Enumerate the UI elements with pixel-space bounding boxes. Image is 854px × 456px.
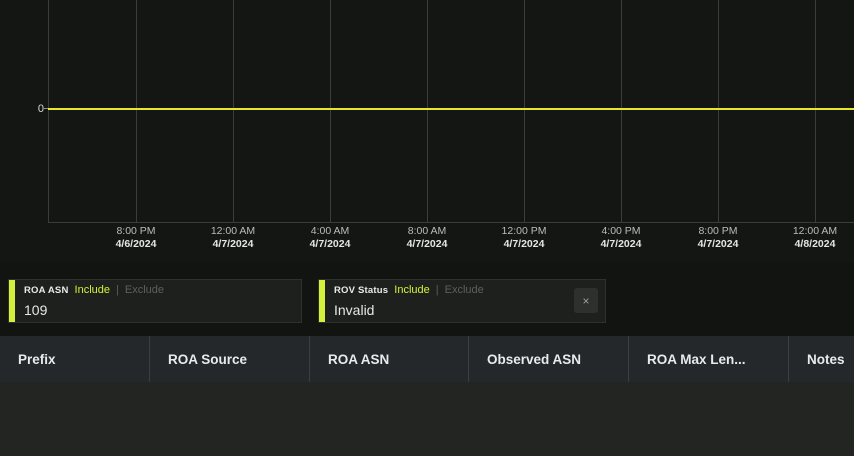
chart-plot-area [48,0,854,223]
chart-gridline [427,0,428,223]
table-header-cell-observed-asn[interactable]: Observed ASN [469,336,629,382]
table-header-cell-roa-max-len[interactable]: ROA Max Len... [629,336,789,382]
filter-mode-exclude[interactable]: Exclude [444,284,484,296]
chart-gridline [524,0,525,223]
filter-mode-separator: | [116,284,119,296]
table-header-cell-notes[interactable]: Notes [807,351,845,367]
table-header-cell-roa-asn[interactable]: ROA ASN [310,336,469,382]
chart-gridline [621,0,622,223]
filter-chip-header: ROV Status Include | Exclude [334,284,597,299]
chart-gridline [233,0,234,223]
x-axis-tick-date: 4/7/2024 [600,238,642,250]
y-tick-mark-0 [44,108,49,109]
filter-chip-accent-bar [319,280,325,322]
filter-mode-exclude[interactable]: Exclude [124,284,164,296]
y-axis-tick-label: 0 [37,103,44,115]
table-header-cell-roa-source[interactable]: ROA Source [150,336,310,382]
x-axis-tick-time: 8:00 PM [116,225,156,237]
chart-gridline [136,0,137,223]
filter-mode-include[interactable]: Include [74,284,110,296]
close-icon[interactable]: × [574,288,598,313]
filter-bar: ROA ASN Include | Exclude 109 ROV Status… [0,270,854,332]
x-axis-tick-date: 4/6/2024 [115,238,157,250]
filter-chip-body: ROV Status Include | Exclude Invalid × [325,280,605,322]
table-header-cell-prefix[interactable]: Prefix [0,336,150,382]
x-axis-tick-date: 4/7/2024 [309,238,351,250]
filter-chip-roa-asn[interactable]: ROA ASN Include | Exclude 109 [8,279,302,323]
chart-y-axis [48,0,49,223]
filter-chip-rov-status[interactable]: ROV Status Include | Exclude Invalid × [318,279,606,323]
chart-gridline [718,0,719,223]
x-axis-tick-time: 4:00 PM [601,225,641,237]
filter-chip-body: ROA ASN Include | Exclude 109 [15,280,301,322]
filter-chip-header: ROA ASN Include | Exclude [24,284,293,299]
chart-series-line [48,108,854,110]
x-axis-tick-time: 8:00 AM [407,225,447,237]
x-axis-tick-time: 12:00 PM [501,225,547,237]
x-axis-tick-date: 4/7/2024 [406,238,448,250]
x-axis-tick-date: 4/8/2024 [794,238,836,250]
x-axis-tick-date: 4/7/2024 [212,238,254,250]
filter-chip-value[interactable]: Invalid [334,302,375,318]
x-axis-tick-time: 8:00 PM [698,225,738,237]
x-axis-tick-date: 4/7/2024 [697,238,739,250]
filter-chip-label: ROA ASN [24,285,69,296]
x-axis-tick-time: 4:00 AM [310,225,350,237]
filter-chip-accent-bar [9,280,15,322]
chart-gridline [815,0,816,223]
x-axis-tick-time: 12:00 AM [792,225,838,237]
filter-chip-value[interactable]: 109 [24,302,48,318]
filter-mode-include[interactable]: Include [394,284,430,296]
chart-x-axis [48,222,854,223]
filter-chip-label: ROV Status [334,285,389,296]
x-axis-tick-date: 4/7/2024 [503,238,545,250]
table-body [0,382,854,456]
filter-mode-separator: | [435,284,439,296]
chart-gridline [330,0,331,223]
x-axis-tick-time: 12:00 AM [210,225,256,237]
